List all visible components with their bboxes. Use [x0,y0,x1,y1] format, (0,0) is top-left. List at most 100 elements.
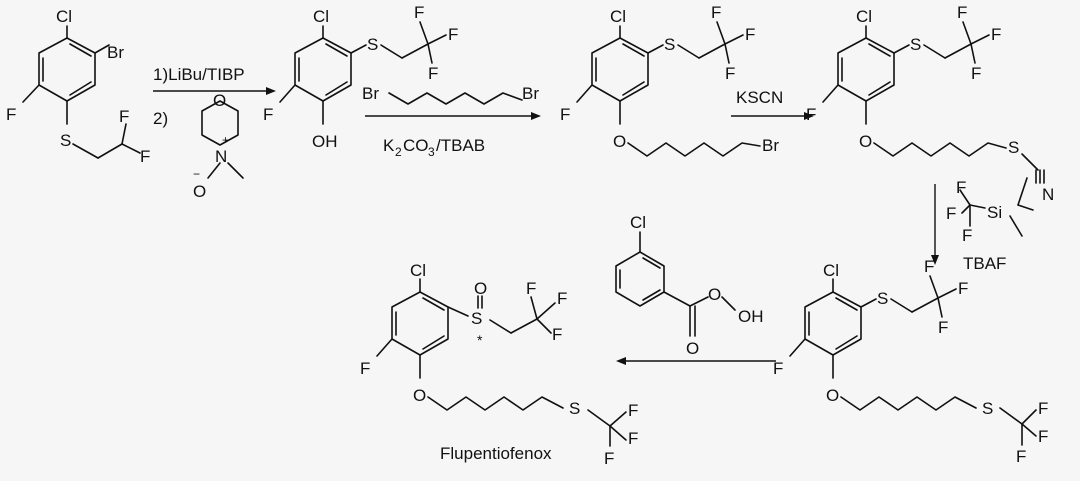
compound-5-scf3-ether: Cl S F O S F F F F F F [773,257,1048,466]
oxygen-label: O [413,386,426,405]
sulfur-label: S [982,399,993,418]
step1-second-label: 2) [153,109,168,128]
subscript-3: 3 [428,145,435,159]
fluorine-label: F [962,226,972,245]
fluorine-label: F [6,105,16,124]
step4-reagent: TBAF [963,254,1006,273]
fluorine-label: F [1038,427,1048,446]
fluorine-label: F [711,3,721,22]
sulfur-label: S [60,131,71,150]
fluorine-label: F [1038,399,1048,418]
oxygen-label: O [193,182,206,201]
arrow-head [931,255,939,265]
subscript-2: 2 [395,145,402,159]
bromine-label: Br [762,136,779,155]
reaction-step-4: F F F Si TBAF [931,177,1034,273]
hydroxyl-label: OH [738,307,764,326]
sulfur-label: S [910,35,921,54]
tmscf3-structure: F F F Si [946,177,1034,245]
compound-2-phenol: Cl S F OH F F F [263,3,458,151]
compound-6-flupentiofenox: Cl O S * F F F F O S F F F Flupentiofeno… [360,261,638,468]
reaction-step-3: KSCN [731,88,814,120]
oxygen-label: O [859,132,872,151]
product-name: Flupentiofenox [440,444,552,463]
oxygen-label: O [213,91,226,110]
fluorine-label: F [725,64,735,83]
step1-conditions: 1)LiBu/TIBP [153,65,245,84]
minus-charge: − [193,167,200,181]
fluorine-label: F [971,64,981,83]
oxygen-label: O [613,132,626,151]
arrow-head [531,112,541,120]
fluorine-label: F [958,279,968,298]
compound-1-starting-material: Cl Br F S F F [6,7,150,166]
fluorine-label: F [628,401,638,420]
fluorine-label: F [552,325,562,344]
reaction-step-5: Cl O OH O [615,213,776,365]
mcpba-structure: Cl O OH O [615,213,764,358]
oxygen-label: O [826,386,839,405]
nitrogen-label: N [1042,185,1054,204]
arrow-head [266,87,276,95]
fluorine-label: F [140,147,150,166]
arrow-head [616,357,626,365]
fluorine-label: F [560,105,570,124]
stereocenter-asterisk: * [477,332,483,348]
fluorine-label: F [448,25,458,44]
fluorine-label: F [263,105,273,124]
fluorine-label: F [924,257,934,276]
fluorine-label: F [991,25,1001,44]
nitrogen-label: N [215,147,227,166]
dibromopentane-br-right: Br [522,84,539,103]
compound-3-bromopentyl-ether: Cl S F O Br F F F [560,3,779,157]
sulfur-label: S [877,289,888,308]
step3-reagent: KSCN [736,88,783,107]
oxygen-label: O [708,285,721,304]
fluorine-label: F [773,359,783,378]
chlorine-label: Cl [56,7,72,26]
fluorine-label: F [526,279,536,298]
fluorine-label: F [428,64,438,83]
fluorine-label: F [414,3,424,22]
fluorine-label: F [745,25,755,44]
fluorine-label: F [946,204,956,223]
chlorine-label: Cl [856,7,872,26]
dibromopentane-br-left: Br [362,84,379,103]
fluorine-label: F [628,429,638,448]
carbonate-label: CO [403,136,429,155]
bromine-label: Br [107,43,124,62]
fluorine-label: F [360,359,370,378]
chlorine-label: Cl [630,213,646,232]
step2-conditions: K 2 CO 3 /TBAB [383,136,485,159]
fluorine-label: F [119,107,129,126]
sulfur-label: S [664,35,675,54]
sulfur-label: S [1008,138,1019,157]
oxygen-label: O [686,339,699,358]
plus-charge: + [222,133,229,147]
reaction-step-2: Br Br K 2 CO 3 /TBAB [362,84,541,159]
fluorine-label: F [557,289,567,308]
arrow-head [804,112,814,120]
fluorine-label: F [604,449,614,468]
chlorine-label: Cl [610,7,626,26]
sulfur-label: S [367,35,378,54]
chlorine-label: Cl [313,7,329,26]
chlorine-label: Cl [410,261,426,280]
fluorine-label: F [1016,447,1026,466]
fluorine-label: F [806,105,816,124]
sulfoxide-oxygen-label: O [474,279,487,298]
nmo-structure: O N + − O [193,91,244,201]
potassium-label: K [383,136,395,155]
compound-4-thiocyanate: Cl S F O S N F F F [806,3,1054,204]
catalyst-label: /TBAB [436,136,485,155]
chlorine-label: Cl [823,261,839,280]
hydroxyl-label: OH [312,132,338,151]
fluorine-label: F [956,178,966,197]
fluorine-label: F [957,3,967,22]
silicon-label: Si [987,203,1002,222]
sulfur-label: S [471,309,482,328]
fluorine-label: F [938,318,948,337]
reaction-step-1: 1)LiBu/TIBP 2) O N + − O [153,65,276,201]
sulfur-label: S [569,399,580,418]
